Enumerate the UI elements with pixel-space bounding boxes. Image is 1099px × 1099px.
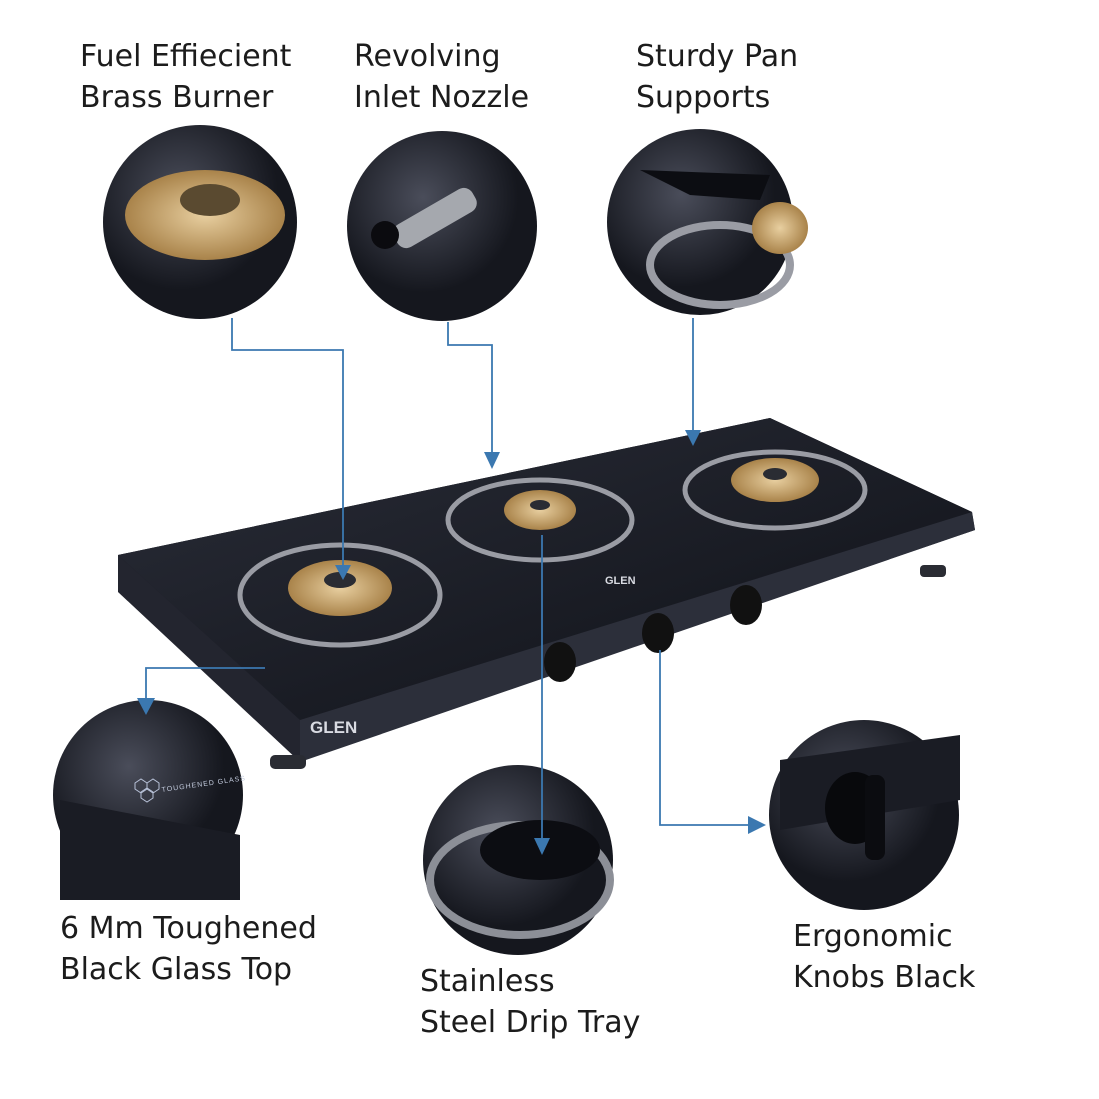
arrow-knobs [659,650,752,826]
arrow-burner [231,318,344,568]
toughened-glass-icon [134,778,160,803]
arrow-heads [137,430,766,855]
burner-right [682,449,868,531]
knob [642,613,674,653]
detail-glass-top: TOUGHENED GLASS [53,700,246,900]
detail-burner [103,125,297,319]
gas-stove: GLEN GLEN [118,418,975,769]
arrow-nozzle [447,322,493,455]
detail-drip-tray [423,765,614,955]
detail-pan-support [607,129,808,315]
brand-logo: GLEN [310,718,357,737]
burner-middle [445,477,635,563]
control-knobs [544,585,762,682]
knob [544,642,576,682]
brand-logo-top: GLEN [605,575,636,587]
burner-left [237,542,443,648]
arrow-glass-top [145,667,265,700]
detail-nozzle [347,131,537,321]
detail-knob [769,720,960,910]
knob [730,585,762,625]
callout-arrows [145,318,752,840]
